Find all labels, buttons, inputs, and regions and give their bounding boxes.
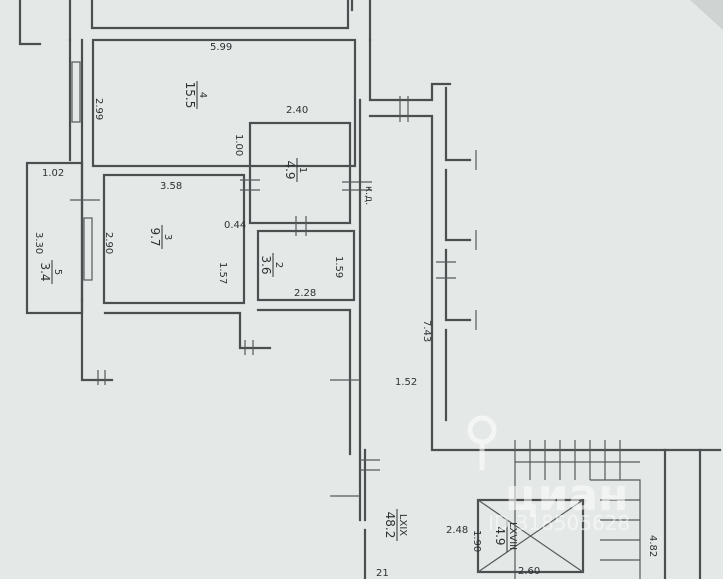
window-room-4 [71, 61, 81, 123]
dim-0-44: 0.44 [224, 220, 246, 231]
watermark-brand: циан [505, 470, 629, 521]
dim-2-28: 2.28 [294, 288, 316, 299]
dim-1-52: 1.52 [395, 377, 417, 388]
wall-right-segment [444, 86, 472, 422]
room-lxviii-label: LXVIII 4.9 [493, 520, 518, 552]
location-pin-icon [467, 415, 497, 471]
svg-text:3.4: 3.4 [38, 262, 52, 281]
room-lxix-label: LXIX 48.2 [383, 509, 408, 541]
corridor-left-wall [358, 98, 367, 579]
dim-2-48: 2.48 [446, 525, 468, 536]
room-5-label: 5 3.4 [38, 260, 63, 284]
wall-lower-ticks [97, 340, 254, 385]
room-1-outline [248, 121, 352, 225]
svg-text:1: 1 [297, 167, 308, 173]
svg-text:5: 5 [52, 269, 63, 275]
dim-7-43: 7.43 [421, 320, 432, 342]
dim-21: 21 [376, 568, 389, 579]
svg-text:9.7: 9.7 [148, 227, 162, 246]
wall-right-ticks [436, 150, 477, 330]
dim-1-02: 1.02 [42, 168, 64, 179]
svg-text:LXVIII: LXVIII [507, 522, 518, 550]
stair-right-wall [663, 448, 702, 579]
corridor-right-wall [368, 114, 722, 452]
wall-lower-left [80, 298, 352, 456]
room-3-outline [102, 173, 246, 305]
room-4-label: 4 15.5 [183, 81, 208, 109]
svg-text:4.9: 4.9 [283, 160, 297, 179]
corridor-ticks [330, 96, 409, 497]
svg-text:3: 3 [162, 234, 173, 240]
room-1-label: 1 4.9 [283, 158, 308, 182]
dim-1-57: 1.57 [217, 262, 228, 284]
dim-2-60: 2.60 [518, 566, 540, 577]
dim-2-90: 2.90 [103, 232, 114, 254]
window-room-3 [83, 217, 93, 281]
svg-text:2: 2 [273, 262, 284, 268]
svg-text:LXIX: LXIX [397, 514, 408, 536]
staircase [514, 440, 641, 579]
dim-4-82: 4.82 [647, 535, 658, 557]
dim-1-90: 1.90 [471, 530, 482, 552]
corridor-top [368, 38, 452, 102]
watermark-id: ID 318505628 [488, 511, 630, 535]
wall-top-left-stub [18, 0, 42, 46]
dim-3-30: 3.30 [33, 232, 44, 254]
svg-text:3.6: 3.6 [259, 255, 273, 274]
dim-1-00: 1.00 [233, 134, 244, 156]
elevator-cross [477, 499, 584, 573]
room-2-label: 2 3.6 [259, 253, 284, 277]
svg-text:4.9: 4.9 [493, 526, 507, 545]
wall-top-b [90, 0, 350, 30]
label-kd: к.д. [363, 186, 374, 205]
dim-2-99: 2.99 [93, 98, 104, 120]
room-3-label: 3 9.7 [148, 225, 173, 249]
dim-1-59: 1.59 [333, 256, 344, 278]
dim-3-58: 3.58 [160, 181, 182, 192]
dim-2-40: 2.40 [286, 105, 308, 116]
room-4-outline [91, 38, 357, 168]
svg-text:15.5: 15.5 [183, 82, 197, 109]
elevator-shaft [476, 498, 585, 574]
cian-watermark: циан ID 318505628 [467, 415, 630, 535]
room-5-outline [25, 161, 84, 315]
door-ticks [70, 179, 372, 236]
svg-text:48.2: 48.2 [383, 512, 397, 539]
dim-5-99: 5.99 [210, 42, 232, 53]
svg-text:4: 4 [197, 92, 208, 98]
